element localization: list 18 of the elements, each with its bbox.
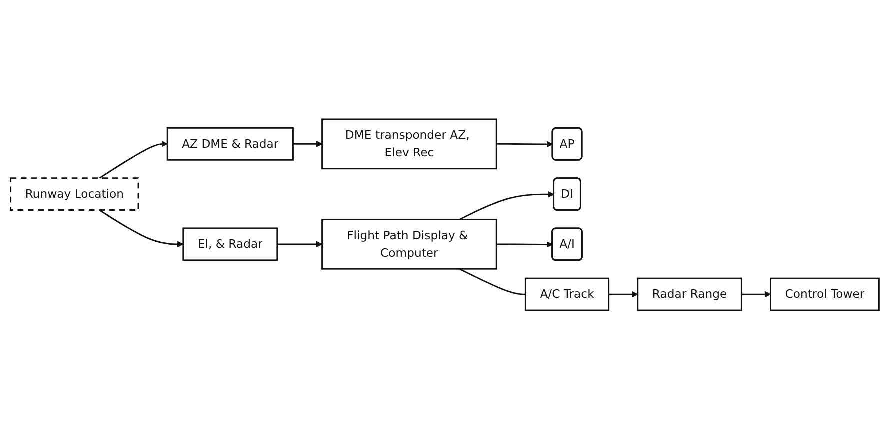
node-box: Flight Path Display & Computer [322,219,498,270]
node-box: A/C Track [524,278,610,312]
arrow [608,291,638,298]
node-box: Radar Range [637,278,742,312]
node-box: DME transponder AZ, Elev Rec [322,118,498,170]
connector [459,268,526,296]
node-box: Control Tower [770,278,880,312]
arrow [459,191,554,220]
arrow [293,140,323,148]
node-box: AZ DME & Radar [166,127,294,161]
arrow [496,242,553,248]
arrow [277,241,323,248]
arrow [99,210,184,248]
node-box: El, & Radar [182,228,278,262]
node-box: Runway Location [10,178,140,211]
arrow [99,140,168,179]
arrow [742,291,772,298]
arrow [496,141,554,148]
